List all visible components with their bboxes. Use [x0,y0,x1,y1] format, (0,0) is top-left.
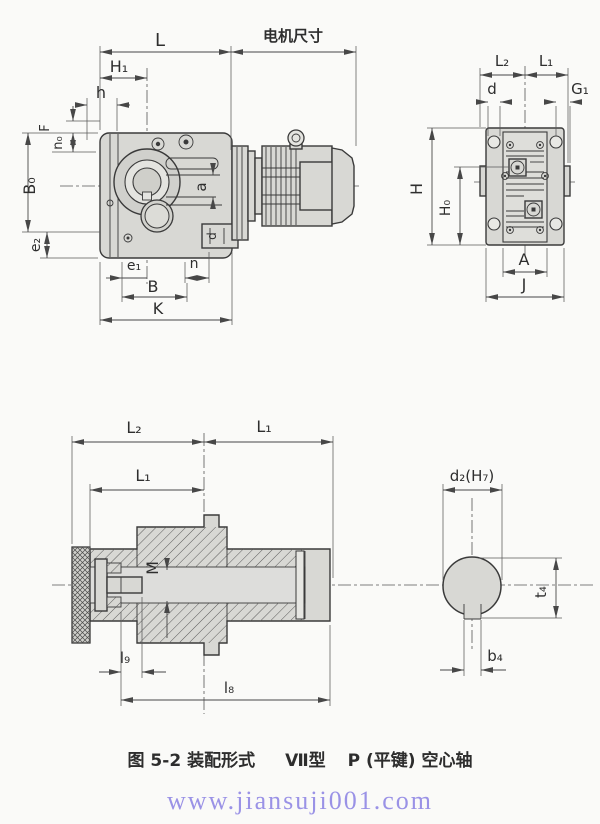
watermark-url: www.jiansuji001.com [167,786,433,815]
dim-label-J: J [521,275,527,294]
caption-model-label: Ⅶ型 [285,751,326,771]
dim-label-L1-outer: L₁ [256,417,271,436]
dim-label-l8: l₈ [224,679,234,697]
dim-label-L: L [155,30,165,51]
caption-figure-label: 图 5-2 装配形式 [127,751,256,771]
dim-label-b4: b₄ [487,647,503,665]
dim-label-H1: H₁ [110,57,128,76]
dim-label-H0: H₀ [438,200,454,217]
dim-label-A: A [519,250,530,269]
dim-label-e2: e₂ [28,238,44,252]
dim-label-n0: n₀ [51,136,66,149]
dim-label-t4: t₄ [532,586,550,598]
dim-label-L1-front: L₁ [539,52,553,70]
dim-label-d-front: d [487,80,497,98]
dim-label-H: H [407,183,426,195]
dim-label-G1: G₁ [571,80,589,98]
bore-section-view: d₂(H₇) t₄ b₄ [440,467,562,676]
dim-label-motor-size: 电机尺寸 [263,27,323,45]
dim-label-h: h [96,83,106,102]
dim-label-B: B [148,277,159,296]
shaft-section-view: L₂ L₁ L₁ M l₉ l₈ [52,417,596,714]
dim-label-e1: e₁ [127,258,141,274]
figure-caption: 图 5-2 装配形式 Ⅶ型 P (平键) 空心轴 [0,746,600,771]
dim-label-n: n [190,256,199,272]
caption-shaft-label: P (平键) 空心轴 [347,751,473,771]
dim-label-L2-section: L₂ [126,418,141,437]
dim-label-K: K [153,299,164,318]
front-view: L₂ L₁ d G₁ H H₀ A J [407,52,589,302]
side-view: L 电机尺寸 H₁ h F n₀ B₀ e₂ a d e₁ n B K [20,27,362,325]
dim-label-M: M [143,561,162,575]
dim-label-d2H7: d₂(H₇) [450,467,495,485]
dim-label-B0: B₀ [20,177,39,194]
dim-label-L1-inner: L₁ [135,466,150,485]
dim-label-l9: l₉ [120,649,130,667]
dim-label-a: a [192,182,210,191]
dim-label-F: F [38,124,53,131]
dim-label-L2-front: L₂ [495,52,509,70]
dim-label-d-foot: d [205,232,219,240]
